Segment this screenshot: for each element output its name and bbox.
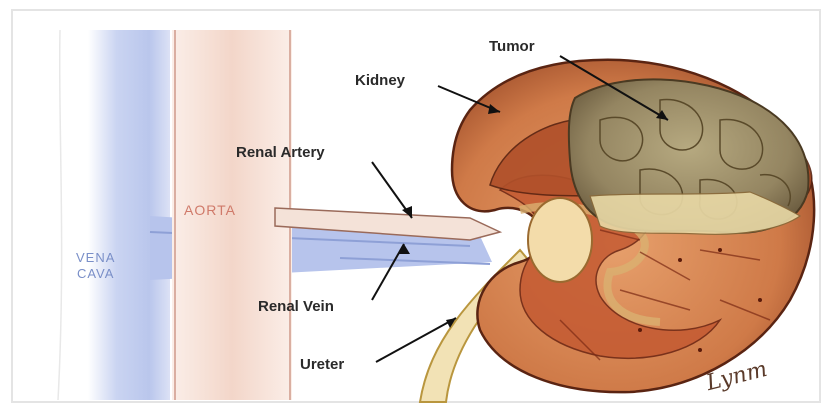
vena-cava-label-line1: VENA xyxy=(76,250,115,266)
tumor-label: Tumor xyxy=(489,38,535,55)
renal-vein-label: Renal Vein xyxy=(258,298,334,315)
kidney-label: Kidney xyxy=(355,72,405,89)
vena-cava-label-line2: CAVA xyxy=(76,266,115,282)
aorta-label: AORTA xyxy=(184,202,236,218)
ureter-label: Ureter xyxy=(300,356,344,373)
renal-artery-label: Renal Artery xyxy=(236,144,325,161)
vena-cava-label: VENA CAVA xyxy=(76,250,115,282)
